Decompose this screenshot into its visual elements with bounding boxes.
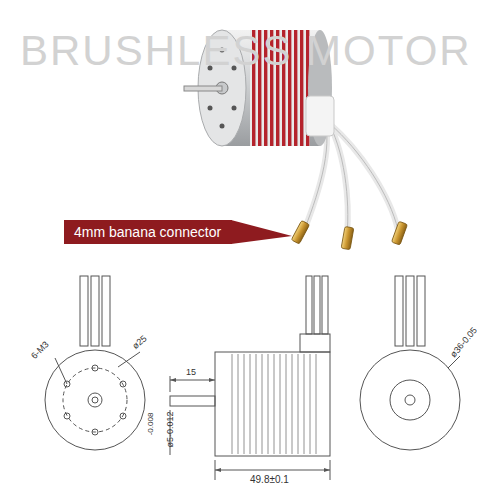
callout-box: 4mm banana connector	[64, 220, 232, 244]
dimension-label: -0.008	[147, 413, 155, 436]
fin-lines	[232, 354, 316, 454]
dimension-label: ø36-0.05	[449, 326, 479, 359]
callout-text: 4mm banana connector	[74, 225, 222, 239]
callout-pointer	[231, 220, 292, 244]
shaft	[184, 86, 222, 91]
dimension-label: 15	[186, 368, 196, 377]
terminal-block	[306, 96, 334, 136]
dimension-label: 49.8±0.1	[250, 475, 289, 485]
banana-connectors	[291, 220, 407, 249]
dimension-label: 6-M3	[30, 340, 51, 361]
technical-drawing	[45, 276, 460, 480]
dimension-label: ø5-0.012	[166, 411, 175, 447]
dimension-label: ø25	[131, 334, 149, 351]
watermark: BRUSHLESS MOTOR	[20, 30, 472, 72]
